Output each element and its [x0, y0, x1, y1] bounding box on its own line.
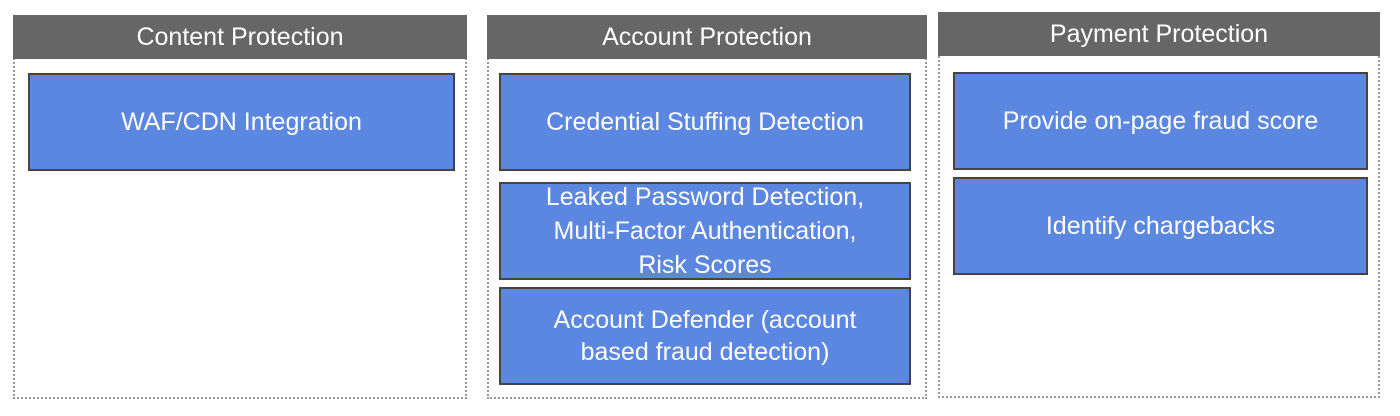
column-header: Payment Protection	[938, 12, 1380, 56]
leaked-password-detection-box: Leaked Password Detection, Multi-Factor …	[499, 182, 911, 280]
waf-cdn-integration-box: WAF/CDN Integration	[28, 73, 455, 171]
box-label: Credential Stuffing Detection	[546, 108, 864, 136]
box-label-line-2: Multi-Factor Authentication,	[553, 217, 857, 245]
box-label: Identify chargebacks	[1045, 212, 1276, 240]
box-label: WAF/CDN Integration	[121, 108, 362, 136]
payment-protection-column: Payment Protection Provide on-page fraud…	[938, 12, 1380, 398]
box-label-line-2: based fraud detection)	[580, 338, 830, 366]
column-header: Content Protection	[13, 15, 467, 59]
on-page-fraud-score-box: Provide on-page fraud score	[953, 72, 1368, 170]
account-defender-box: Account Defender (account based fraud de…	[499, 287, 911, 385]
credential-stuffing-detection-box: Credential Stuffing Detection	[499, 73, 911, 171]
column-header: Account Protection	[487, 15, 927, 59]
box-label: Provide on-page fraud score	[1002, 107, 1319, 135]
identify-chargebacks-box: Identify chargebacks	[953, 177, 1368, 275]
box-label-line-3: Risk Scores	[638, 251, 772, 279]
box-label-line-1: Leaked Password Detection,	[545, 183, 865, 211]
content-protection-column: Content Protection WAF/CDN Integration	[13, 15, 467, 399]
account-protection-column: Account Protection Credential Stuffing D…	[487, 15, 927, 399]
box-label-line-1: Account Defender (account	[553, 306, 857, 334]
